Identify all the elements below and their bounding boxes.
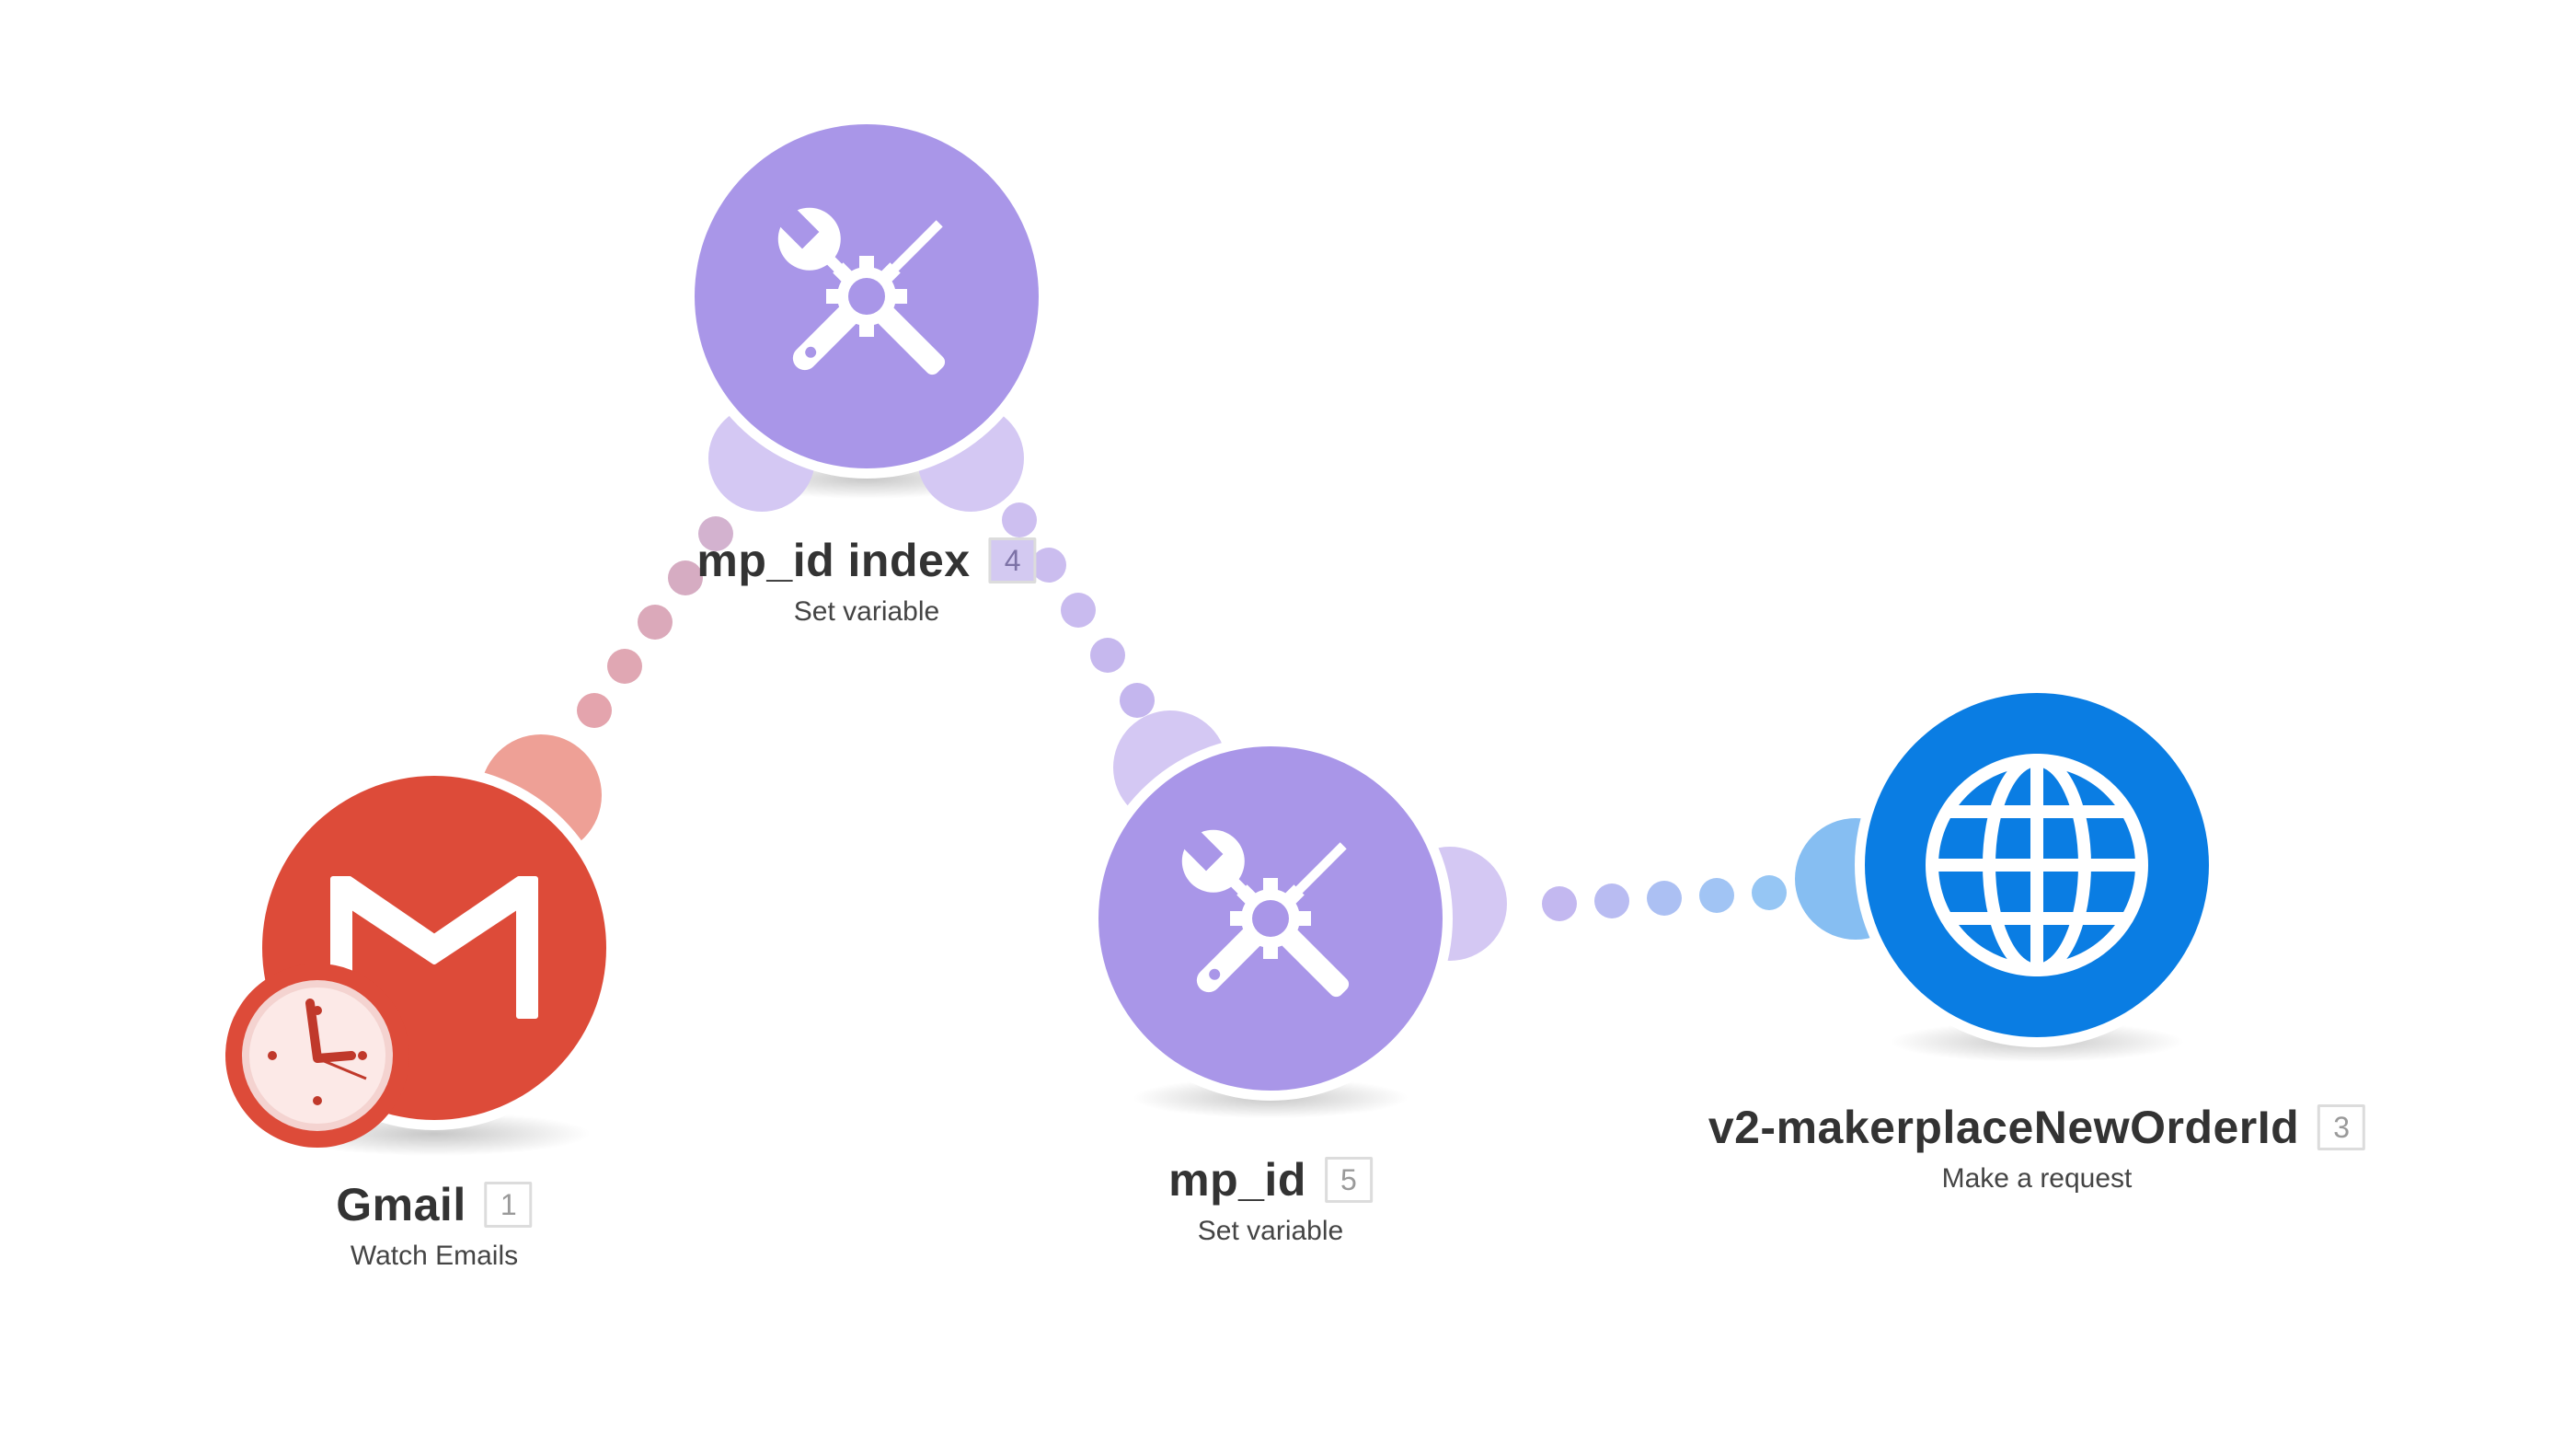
module-action: Make a request [1941, 1163, 2133, 1194]
module-gmail[interactable] [225, 734, 616, 1156]
module-label-gmail: Gmail 1 Watch Emails [336, 1178, 533, 1272]
connection-mp-id-index-to-mp-id[interactable] [1002, 502, 1155, 718]
module-label-mp-id-index: mp_id index 4 Set variable [696, 534, 1037, 628]
module-title: mp_id index [696, 535, 971, 586]
module-action: Set variable [1197, 1216, 1344, 1246]
clock-icon[interactable] [225, 964, 409, 1148]
module-label-mp-id: mp_id 5 Set variable [1168, 1153, 1373, 1247]
module-action: Set variable [793, 596, 940, 627]
globe-icon [1926, 754, 2148, 976]
module-number-badge: 1 [484, 1182, 533, 1228]
module-title: v2-makerplaceNewOrderId [1708, 1102, 2300, 1153]
module-number-badge: 3 [2317, 1104, 2366, 1150]
module-title: Gmail [336, 1179, 466, 1230]
module-action: Watch Emails [350, 1241, 519, 1271]
module-number-badge: 5 [1324, 1157, 1373, 1203]
module-mp-id[interactable] [1088, 710, 1507, 1118]
connection-mp-id-to-http-request[interactable] [1542, 875, 1787, 921]
module-label-http-request: v2-makerplaceNewOrderId 3 Make a request [1708, 1101, 2366, 1195]
module-number-badge: 4 [988, 537, 1037, 583]
module-http-request[interactable] [1795, 683, 2219, 1062]
connection-gmail-to-mp-id-index[interactable] [577, 516, 733, 728]
module-mp-id-index[interactable] [684, 114, 1049, 512]
module-title: mp_id [1168, 1154, 1306, 1206]
